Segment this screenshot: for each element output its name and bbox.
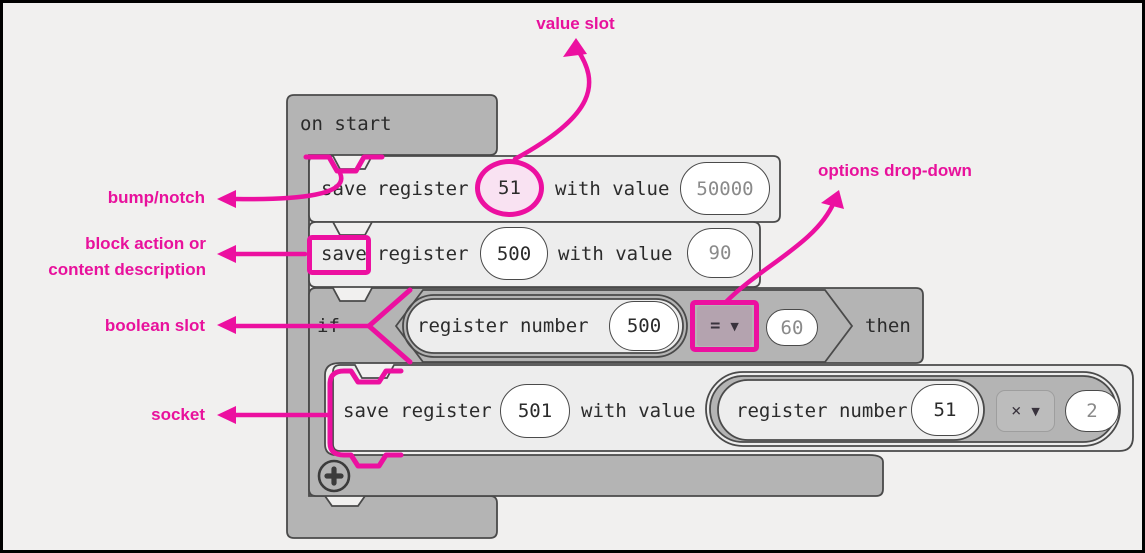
condition-value-field[interactable]: 60 — [766, 309, 818, 346]
comparison-operator-dropdown[interactable]: = ▼ — [697, 306, 752, 346]
save2-value-field[interactable]: 90 — [687, 228, 753, 278]
annotation-value-slot: value slot — [536, 14, 615, 33]
save2-with-value-label: with value — [558, 243, 673, 265]
annotation-options-dropdown: options drop-down — [818, 161, 972, 180]
save3-register-value: 501 — [517, 400, 553, 422]
save3-with-value-label: with value — [581, 400, 696, 422]
save1-value: 50000 — [696, 177, 754, 200]
dropdown-caret-icon: ▼ — [1031, 404, 1040, 418]
expression-operand-value: 2 — [1086, 400, 1098, 422]
annotation-block-action-line2: content description — [48, 260, 206, 279]
save2-register-value: 500 — [496, 242, 532, 265]
save1-with-value-label: with value — [555, 178, 670, 200]
action-description-highlight-box — [307, 235, 371, 275]
save2-noun-label: register — [377, 243, 469, 265]
if-label: if — [317, 315, 340, 337]
value-slot-field-highlighted[interactable]: 51 — [475, 159, 544, 217]
annotation-bump-notch: bump/notch — [107, 188, 205, 207]
on-start-label: on start — [300, 113, 392, 135]
then-label: then — [865, 315, 911, 337]
annotation-boolean-slot: boolean slot — [104, 316, 205, 335]
expression-register-value: 51 — [933, 399, 957, 421]
math-operator-dropdown[interactable]: × ▼ — [996, 390, 1055, 432]
annotation-socket: socket — [151, 405, 205, 424]
save1-register-value: 51 — [498, 177, 521, 199]
save2-value: 90 — [708, 242, 732, 264]
expression-label: register number — [736, 400, 908, 422]
plus-icon-cross — [324, 466, 344, 486]
expression-operand-field[interactable]: 2 — [1065, 390, 1119, 432]
save3-register-field[interactable]: 501 — [500, 384, 570, 438]
options-dropdown-highlight-box — [690, 300, 759, 352]
condition-left-label: register number — [417, 315, 589, 337]
save2-action-label: save — [321, 243, 367, 265]
save3-action-label: save register — [343, 400, 492, 422]
dropdown-caret-icon: ▼ — [730, 319, 739, 333]
save1-value-field[interactable]: 50000 — [680, 162, 770, 215]
annotation-block-action-line1: block action or — [85, 234, 206, 253]
value-expression-pill-outer — [705, 371, 1121, 447]
condition-register-value: 500 — [626, 315, 662, 337]
on-start-block[interactable] — [286, 94, 498, 539]
condition-register-field[interactable]: 500 — [609, 301, 679, 351]
add-branch-button[interactable] — [317, 459, 351, 493]
expression-register-field[interactable]: 51 — [911, 384, 979, 436]
save2-register-field[interactable]: 500 — [480, 227, 548, 280]
math-operator: × — [1011, 401, 1022, 421]
save1-action-label: save — [321, 178, 367, 200]
comparison-operator: = — [710, 316, 721, 336]
condition-value: 60 — [780, 316, 804, 339]
annotation-block-action: block action or content description — [3, 231, 206, 283]
save1-noun-label: register — [377, 178, 469, 200]
